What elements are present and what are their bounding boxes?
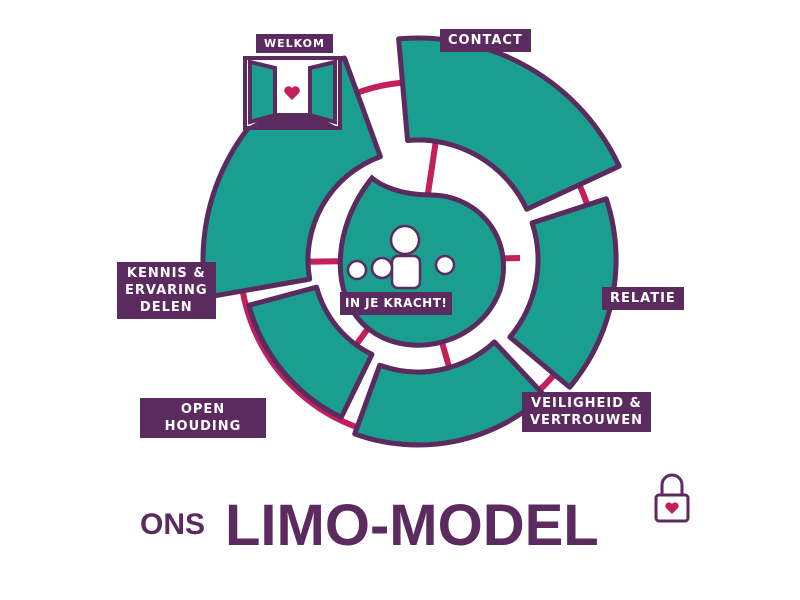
- label-line: VEILIGHEID &: [531, 396, 642, 411]
- label-kennis-ervaring-delen: KENNIS & ERVARING DELEN: [117, 262, 216, 319]
- label-relatie: RELATIE: [602, 287, 684, 310]
- label-line: DELEN: [139, 300, 193, 315]
- welkom-door-icon: [243, 56, 342, 130]
- family-figures: [346, 224, 456, 290]
- segment-open-houding: [246, 284, 375, 420]
- title-main: LIMO-MODEL: [225, 493, 599, 558]
- center-in-je-kracht: [337, 174, 506, 348]
- label-line: HOUDING: [164, 419, 242, 434]
- label-open-houding: OPEN HOUDING: [140, 398, 266, 438]
- label-line: VERTROUWEN: [530, 413, 643, 428]
- label-line: ERVARING: [125, 283, 208, 298]
- label-welkom: WELKOM: [256, 34, 333, 53]
- heart-icon: [284, 86, 300, 100]
- label-in-je-kracht: IN JE KRACHT!: [340, 292, 453, 315]
- segment-veiligheid: [352, 339, 547, 448]
- segment-relatie: [507, 196, 619, 390]
- label-veiligheid-vertrouwen: VEILIGHEID & VERTROUWEN: [522, 392, 651, 432]
- lock-heart-icon: [654, 473, 690, 523]
- label-line: KENNIS &: [126, 266, 206, 281]
- label-line: OPEN: [180, 402, 226, 417]
- label-contact: CONTACT: [440, 29, 531, 52]
- title-prefix: ONS: [140, 508, 206, 541]
